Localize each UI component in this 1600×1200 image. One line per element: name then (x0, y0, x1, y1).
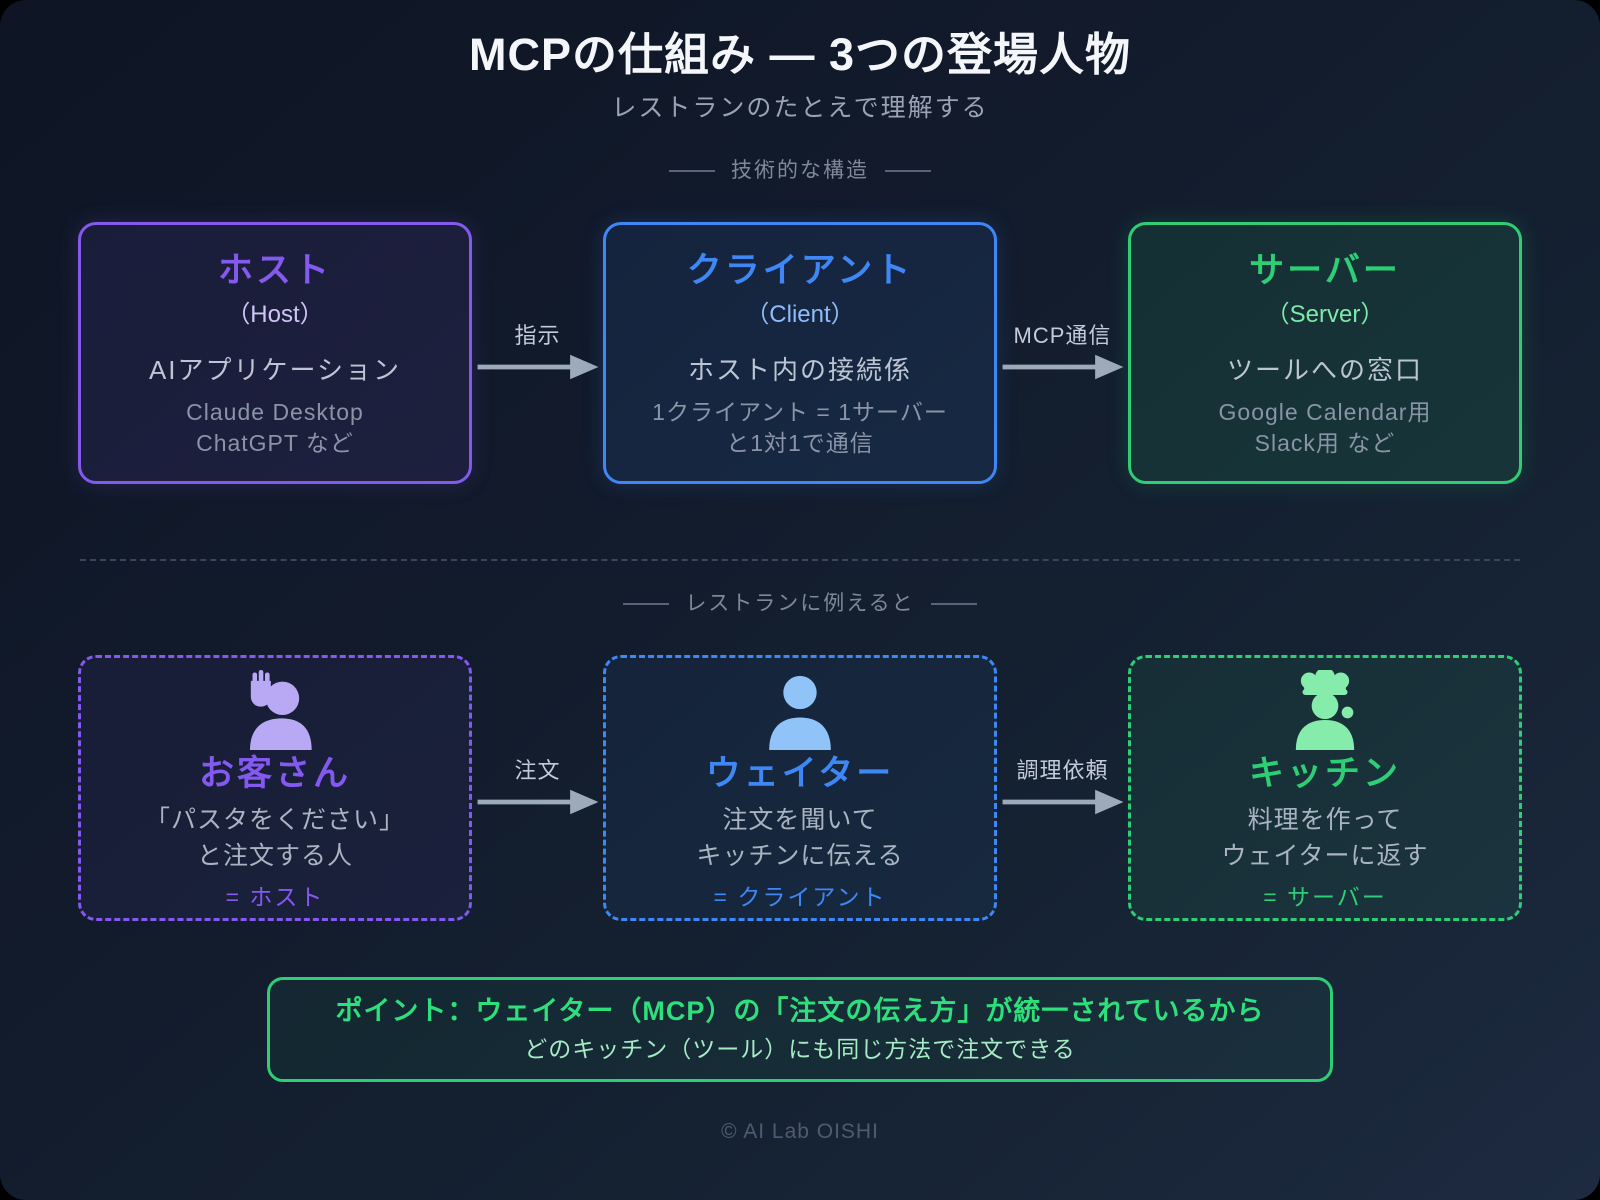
right-arrow-icon (477, 354, 598, 380)
section-label-restaurant-text: レストランに例えると (685, 592, 915, 615)
key-point-sub: どのキッチン（ツール）にも同じ方法で注文できる (524, 1036, 1076, 1062)
server-role: ツールへの窓口 (1226, 355, 1423, 385)
client-title: クライアント (686, 251, 914, 290)
kitchen-equals: = サーバー (1263, 884, 1387, 910)
client-example-2: と1対1で通信 (726, 430, 874, 456)
arrow-label-shiji: 指示 (514, 323, 561, 348)
host-subtitle: （Host） (226, 301, 324, 328)
waiter-equals: = クライアント (713, 884, 887, 910)
waiter-line-2: キッチンに伝える (696, 842, 904, 870)
arrow-client-to-server: MCP通信 (997, 222, 1128, 484)
page-subtitle: レストランのたとえで理解する (611, 94, 989, 122)
label-line-left (623, 603, 670, 605)
kitchen-line-1: 料理を作って (1247, 806, 1403, 834)
host-title: ホスト (217, 251, 332, 290)
server-box: サーバー （Server） ツールへの窓口 Google Calendar用 S… (1128, 222, 1522, 484)
server-example-2: Slack用 など (1254, 430, 1396, 456)
waiter-icon (759, 670, 841, 750)
customer-line-2: と注文する人 (196, 842, 353, 870)
right-arrow-icon (1002, 789, 1123, 815)
customer-equals: = ホスト (225, 884, 325, 910)
section-label-technical-text: 技術的な構造 (731, 159, 869, 182)
section-divider (80, 559, 1520, 561)
arrow-host-to-client: 指示 (472, 222, 603, 484)
customer-title: お客さん (198, 754, 351, 793)
arrow-label-chouri: 調理依頼 (1016, 758, 1109, 783)
restaurant-row: お客さん 「パスタをください」 と注文する人 = ホスト 注文 ウェイター 注文… (0, 655, 1600, 921)
host-example-1: Claude Desktop (186, 399, 364, 425)
waiter-title: ウェイター (705, 754, 895, 793)
right-arrow-icon (1002, 354, 1123, 380)
server-subtitle: （Server） (1265, 301, 1385, 328)
customer-line-1: 「パスタをください」 (144, 806, 405, 834)
server-title: サーバー (1249, 251, 1401, 290)
technical-row: ホスト （Host） AIアプリケーション Claude Desktop Cha… (0, 222, 1600, 484)
kitchen-line-2: ウェイターに返す (1221, 842, 1429, 870)
client-box: クライアント （Client） ホスト内の接続係 1クライアント = 1サーバー… (603, 222, 997, 484)
host-box: ホスト （Host） AIアプリケーション Claude Desktop Cha… (78, 222, 472, 484)
kitchen-title: キッチン (1248, 754, 1401, 793)
key-point-box: ポイント：ウェイター（MCP）の「注文の伝え方」が統一されているから どのキッチ… (267, 977, 1333, 1082)
server-example-1: Google Calendar用 (1218, 399, 1432, 425)
key-point-main: ポイント：ウェイター（MCP）の「注文の伝え方」が統一されているから (335, 996, 1265, 1026)
label-line-right (930, 603, 977, 605)
host-example-2: ChatGPT など (196, 430, 354, 456)
right-arrow-icon (477, 789, 598, 815)
customer-raising-hand-icon (234, 670, 316, 750)
host-role: AIアプリケーション (148, 355, 402, 385)
page-title: MCPの仕組み — 3つの登場人物 (468, 29, 1132, 80)
arrow-label-chumon: 注文 (514, 758, 561, 783)
client-example-1: 1クライアント = 1サーバー (652, 399, 948, 425)
kitchen-box: キッチン 料理を作って ウェイターに返す = サーバー (1128, 655, 1522, 921)
section-label-restaurant: レストランに例えると (623, 591, 977, 617)
arrow-customer-to-waiter: 注文 (472, 655, 603, 921)
waiter-box: ウェイター 注文を聞いて キッチンに伝える = クライアント (603, 655, 997, 921)
arrow-waiter-to-kitchen: 調理依頼 (997, 655, 1128, 921)
client-subtitle: （Client） (745, 301, 855, 328)
client-role: ホスト内の接続係 (687, 355, 912, 385)
label-line-left (669, 170, 715, 172)
arrow-label-mcp: MCP通信 (1013, 323, 1112, 348)
footer-credit: © AI Lab OISHI (721, 1120, 879, 1143)
customer-box: お客さん 「パスタをください」 と注文する人 = ホスト (78, 655, 472, 921)
section-label-technical: 技術的な構造 (669, 158, 931, 184)
waiter-line-1: 注文を聞いて (722, 806, 878, 834)
label-line-right (885, 170, 931, 172)
chef-icon (1284, 667, 1366, 750)
